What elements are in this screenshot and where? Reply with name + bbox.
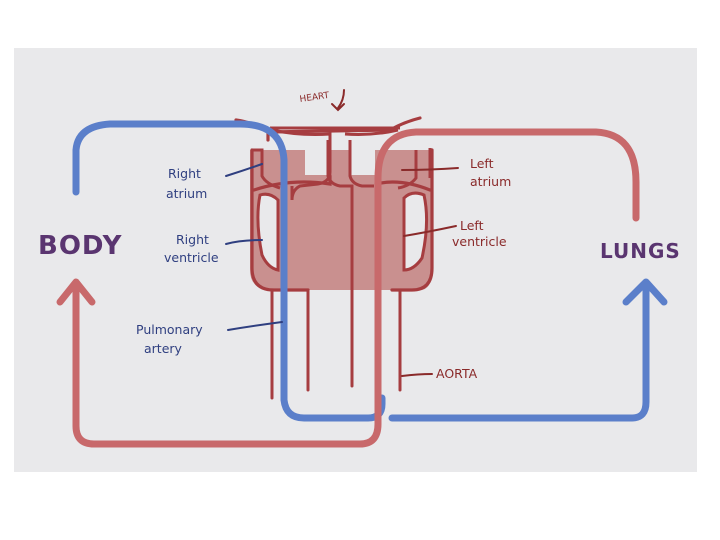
aorta-label: AORTA: [436, 366, 478, 381]
right-atrium-label-line2: atrium: [166, 186, 207, 201]
pulmonary-artery-label-line1: Pulmonary: [136, 322, 203, 337]
lungs-label: LUNGS: [600, 239, 681, 263]
left-atrium-label-line1: Left: [470, 156, 494, 171]
heart-arrow: [332, 90, 344, 110]
left-ventricle-label-line1: Left: [460, 218, 484, 233]
heart-label: HEART: [299, 91, 330, 105]
left-ventricle-label-line2: ventricle: [452, 234, 507, 249]
right-ventricle-label-line2: ventricle: [164, 250, 219, 265]
pulmonary-artery-label-line2: artery: [144, 341, 183, 356]
left-atrium-label-line2: atrium: [470, 174, 511, 189]
body-label: BODY: [38, 231, 123, 261]
aorta-leader: [402, 374, 432, 376]
right-atrium-label-line1: Right: [168, 166, 201, 181]
right-ventricle-label-line1: Right: [176, 232, 209, 247]
left-ventricle-pocket: [404, 193, 427, 270]
heart: [236, 118, 432, 398]
pulmonary-artery-leader: [228, 322, 282, 330]
